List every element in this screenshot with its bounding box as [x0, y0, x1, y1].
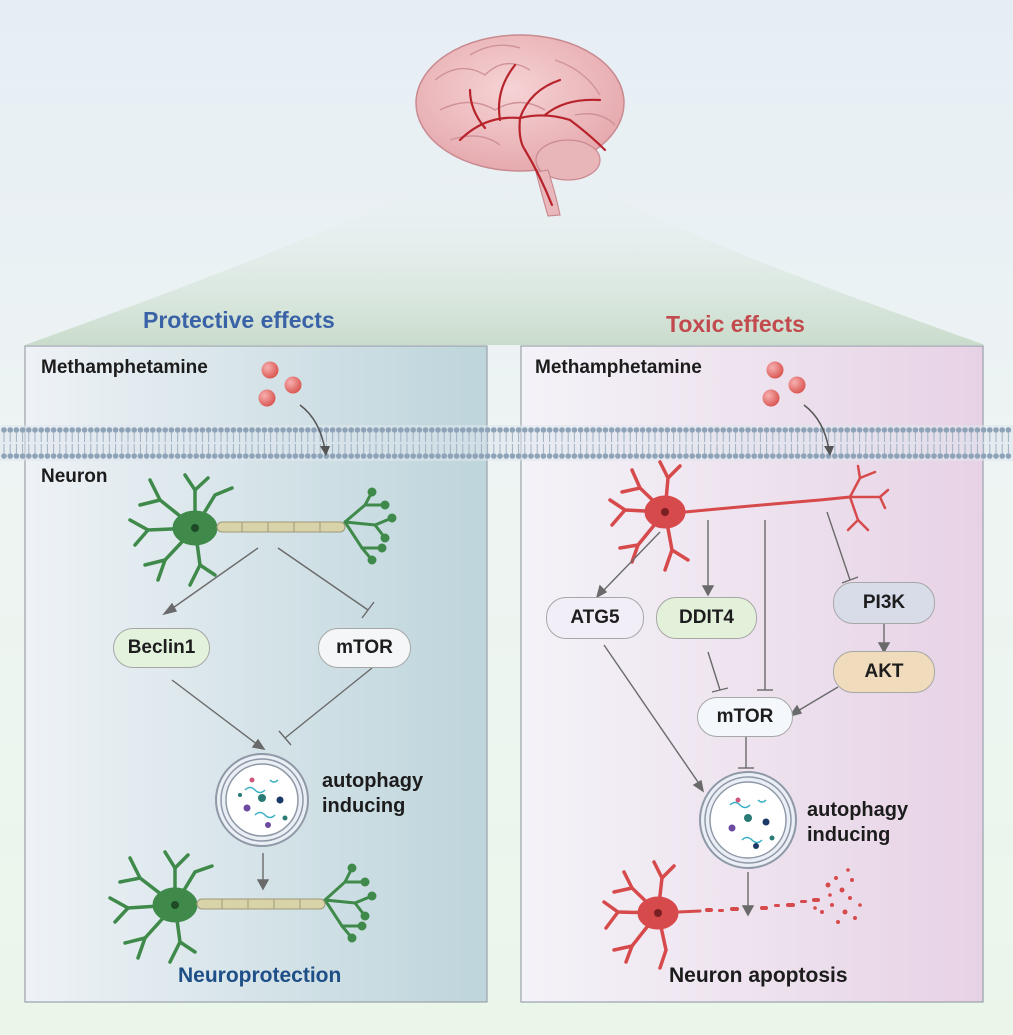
- inhibit-mtor-to-autophagy: [284, 667, 373, 739]
- drug-entry-arrow-left: [299, 404, 326, 451]
- autophagosome-left: [215, 753, 309, 847]
- ddit4-label: DDIT4: [679, 607, 734, 628]
- autophagy-line2-left: inducing: [322, 795, 406, 817]
- pi3k-label: PI3K: [862, 592, 906, 613]
- neuroprotection-label: Neuroprotection: [178, 964, 342, 987]
- apoptotic-neuron: [602, 860, 862, 970]
- arrow-atg5-to-autophagy: [603, 644, 701, 786]
- atg5-label: ATG5: [570, 607, 620, 628]
- arrow-beclin1-to-autophagy: [171, 679, 259, 746]
- akt-label: AKT: [864, 661, 904, 682]
- autophagy-line1-right: autophagy: [807, 799, 909, 821]
- beclin1-node: Beclin1: [113, 628, 210, 668]
- neuron-apoptosis-label: Neuron apoptosis: [669, 964, 848, 987]
- myelin-sheath-bottom: [196, 898, 326, 910]
- mtor-node-left: mTOR: [318, 628, 411, 668]
- drug-entry-arrow-right: [803, 404, 830, 451]
- akt-node: AKT: [833, 651, 935, 693]
- autophagosome-right: [699, 771, 797, 869]
- arrow-neuron-to-beclin1: [169, 547, 259, 611]
- drug-molecules-left: [258, 361, 302, 407]
- pi3k-node: PI3K: [833, 582, 935, 624]
- mtor-label-left: mTOR: [336, 637, 393, 658]
- autophagy-inducing-right: autophagy inducing: [807, 798, 908, 848]
- protective-effects-heading: Protective effects: [143, 307, 335, 333]
- red-neuron-top: [608, 460, 890, 572]
- arrow-neuron-to-atg5: [601, 531, 661, 593]
- autophagy-inducing-left: autophagy inducing: [322, 769, 423, 819]
- mtor-label-right: mTOR: [716, 706, 774, 727]
- myelin-sheath-top: [216, 521, 346, 533]
- brain-illustration: [415, 34, 625, 217]
- ddit4-node: DDIT4: [656, 597, 757, 639]
- beclin1-label: Beclin1: [127, 637, 196, 658]
- arrow-akt-to-mtor: [795, 686, 839, 713]
- green-neuron-top: [128, 473, 397, 587]
- neuron-label: Neuron: [41, 466, 108, 487]
- inhibit-neuron-to-pi3k: [826, 511, 851, 581]
- autophagy-line2-right: inducing: [807, 824, 891, 846]
- methamphetamine-label-left: Methamphetamine: [41, 357, 208, 378]
- drug-molecules-right: [762, 361, 806, 407]
- inhibit-ddit4-to-mtor: [707, 651, 721, 691]
- atg5-node: ATG5: [546, 597, 644, 639]
- cone-shape: [25, 165, 985, 345]
- inhibit-neuron-to-mtor: [277, 547, 369, 611]
- cell-membrane: [0, 425, 1013, 461]
- autophagy-line1-left: autophagy: [322, 770, 424, 792]
- mtor-node-right: mTOR: [697, 697, 793, 737]
- green-neuron-bottom: [108, 850, 377, 964]
- toxic-effects-heading: Toxic effects: [666, 311, 805, 337]
- methamphetamine-label-right: Methamphetamine: [535, 357, 702, 378]
